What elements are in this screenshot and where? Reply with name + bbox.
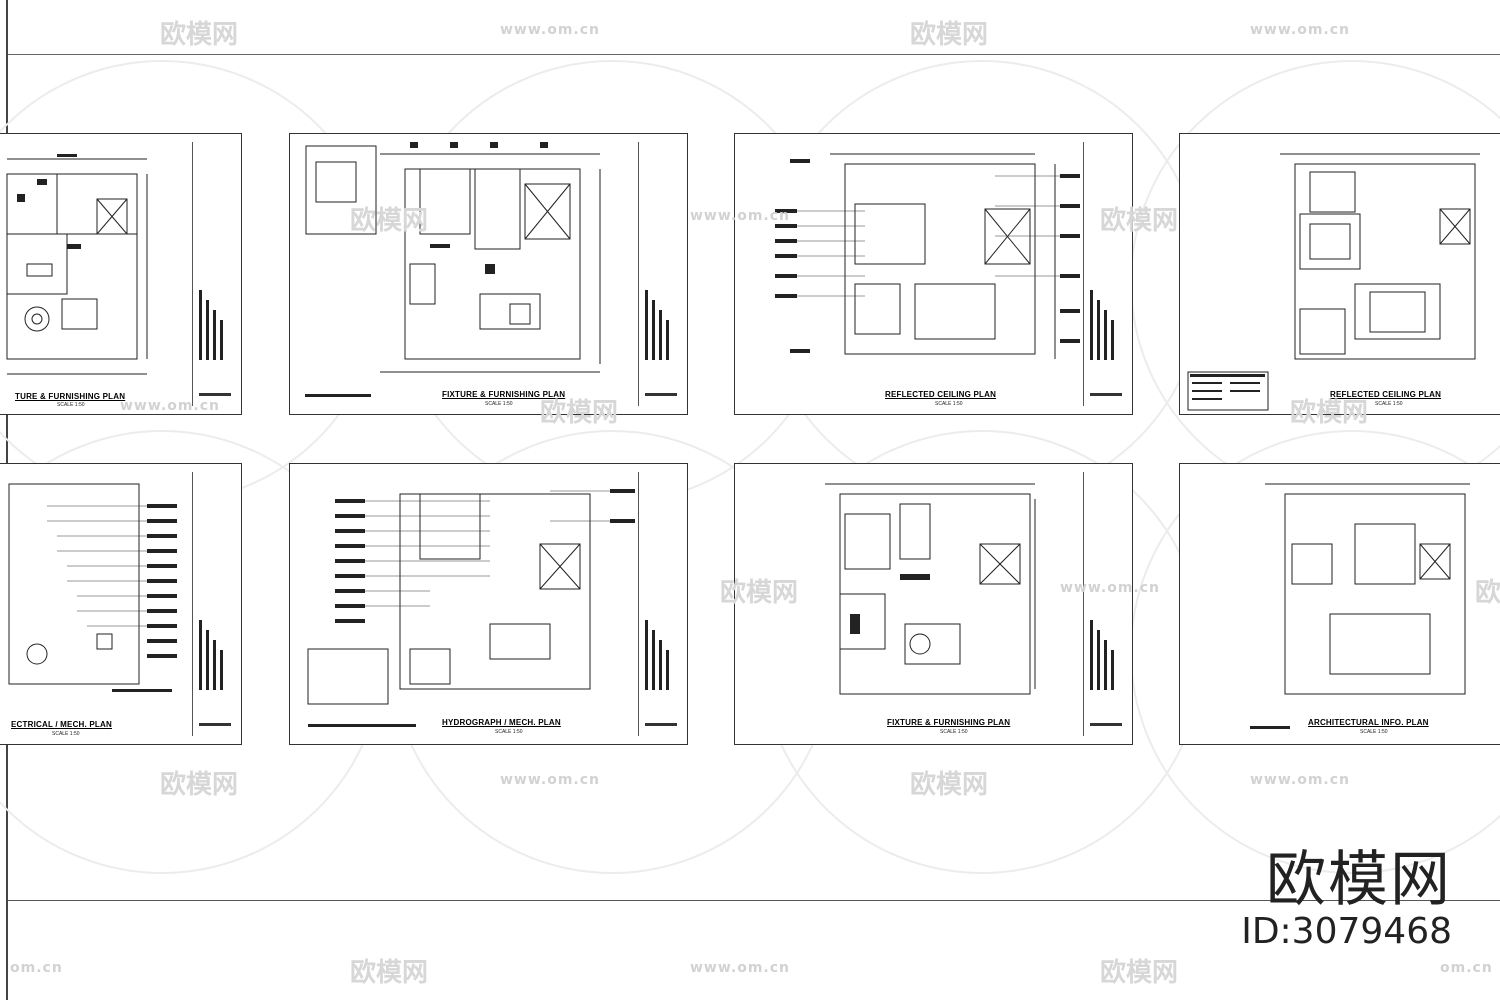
architectural-plan-drawing xyxy=(1250,483,1470,729)
sheet-scale: SCALE 1:50 xyxy=(940,729,968,735)
sheet-title: HYDROGRAPH / MECH. PLAN xyxy=(442,718,561,727)
ceiling-plan-drawing xyxy=(775,153,1080,359)
sheet-scale: SCALE 1:50 xyxy=(1360,729,1388,735)
title-block xyxy=(638,142,681,406)
drawing-sheet-4[interactable]: REFLECTED CEILING PLAN SCALE 1:50 xyxy=(1179,133,1500,415)
drawing-sheet-8[interactable]: ARCHITECTURAL INFO. PLAN SCALE 1:50 xyxy=(1179,463,1500,745)
brand-stamp: 欧模网 ID:3079468 xyxy=(1241,848,1452,952)
sheet-title: FIXTURE & FURNISHING PLAN xyxy=(442,390,566,399)
title-block xyxy=(192,472,235,736)
sheet-scale: SCALE 1:50 xyxy=(485,401,513,407)
hydro-plan-drawing xyxy=(307,489,635,727)
watermark-logo: 欧模网 xyxy=(350,958,429,988)
drawing-sheet-2[interactable]: FIXTURE & FURNISHING PLAN SCALE 1:50 xyxy=(289,133,688,415)
watermark-url: www.om.cn xyxy=(120,398,221,414)
watermark-logo: 欧模网 xyxy=(910,770,989,800)
model-id: ID:3079468 xyxy=(1241,911,1452,952)
drawing-sheet-3[interactable]: REFLECTED CEILING PLAN SCALE 1:50 xyxy=(734,133,1133,415)
drawing-sheet-7[interactable]: FIXTURE & FURNISHING PLAN SCALE 1:50 xyxy=(734,463,1133,745)
floor-plan-drawing xyxy=(6,154,148,375)
drawing-sheet-6[interactable]: HYDROGRAPH / MECH. PLAN SCALE 1:50 xyxy=(289,463,688,745)
brand-name: 欧模网 xyxy=(1266,845,1452,915)
sheet-title: TURE & FURNISHING PLAN xyxy=(15,392,126,401)
watermark-logo: 欧模网 xyxy=(160,20,239,50)
watermark-url: www.om.cn xyxy=(690,208,791,224)
sheet-title: ARCHITECTURAL INFO. PLAN xyxy=(1308,718,1429,727)
watermark-url: www.om.cn xyxy=(1250,772,1351,788)
sheet-title: REFLECTED CEILING PLAN xyxy=(885,390,997,399)
watermark-url: www.om.cn xyxy=(500,22,601,38)
floor-plan-drawing xyxy=(825,483,1036,695)
frame-top-border xyxy=(8,54,1500,55)
watermark-logo: 欧模网 xyxy=(1100,958,1179,988)
sheet-scale: SCALE 1:50 xyxy=(52,731,80,737)
sheet-scale: SCALE 1:50 xyxy=(1375,401,1403,407)
frame-bottom-border xyxy=(8,900,1500,901)
watermark-url: om.cn xyxy=(10,960,63,976)
watermark-logo: 欧模网 xyxy=(160,770,239,800)
title-block xyxy=(192,142,235,406)
sheet-scale: SCALE 1:50 xyxy=(57,402,85,408)
title-block xyxy=(1083,142,1126,406)
sheet-scale: SCALE 1:50 xyxy=(495,729,523,735)
drawing-sheet-1[interactable]: TURE & FURNISHING PLAN SCALE 1:50 xyxy=(0,133,242,415)
watermark-url: www.om.cn xyxy=(500,772,601,788)
sheet-title: REFLECTED CEILING PLAN xyxy=(1330,390,1442,399)
floor-plan-drawing xyxy=(305,142,601,397)
sheet-title: FIXTURE & FURNISHING PLAN xyxy=(887,718,1011,727)
title-block xyxy=(1083,472,1126,736)
watermark-url: om.cn xyxy=(1440,960,1493,976)
sheet-scale: SCALE 1:50 xyxy=(935,401,963,407)
sheet-title: ECTRICAL / MECH. PLAN xyxy=(11,720,112,729)
drawing-sheet-5[interactable]: ECTRICAL / MECH. PLAN SCALE 1:50 xyxy=(0,463,242,745)
watermark-logo: 欧模网 xyxy=(910,20,989,50)
electrical-plan-drawing xyxy=(8,483,177,692)
ceiling-plan-drawing xyxy=(1187,153,1480,411)
title-block xyxy=(638,472,681,736)
watermark-url: www.om.cn xyxy=(690,960,791,976)
watermark-url: www.om.cn xyxy=(1250,22,1351,38)
watermark-url: www.om.cn xyxy=(1060,580,1161,596)
